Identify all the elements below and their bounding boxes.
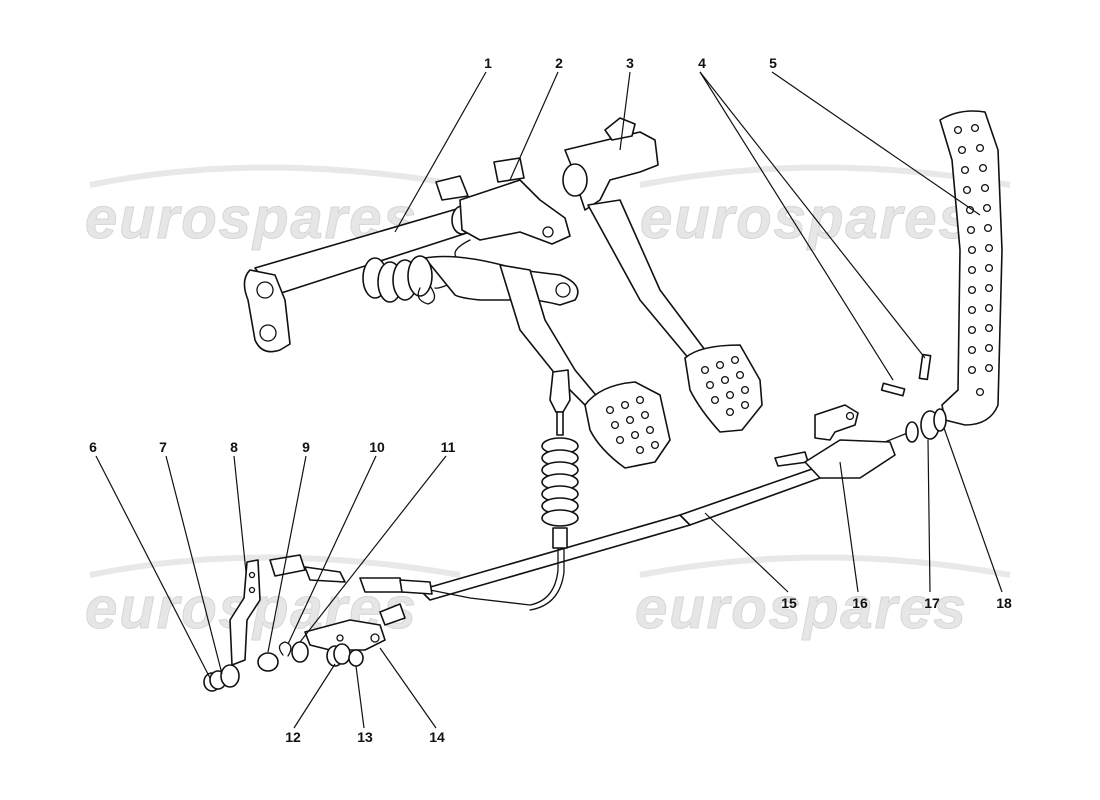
- watermark-bottom-right: eurospares: [635, 576, 968, 641]
- brake-pedal-part: [562, 117, 763, 433]
- callout-labels: 1 2 3 4 5 6 7 8 9 10 11 12 13 14 15 16 1…: [89, 55, 1012, 745]
- cable-end-linkage: [269, 554, 433, 626]
- watermark-top-left: eurospares: [85, 186, 418, 251]
- callout-7: 7: [159, 439, 167, 455]
- return-spring-part: [362, 255, 436, 305]
- leader-lines: [95, 71, 1003, 729]
- clutch-pedal-pad: [584, 381, 671, 469]
- callout-17: 17: [924, 595, 940, 611]
- callout-10: 10: [369, 439, 385, 455]
- callout-14: 14: [429, 729, 445, 745]
- clutch-cable-boot: [419, 369, 579, 611]
- callout-1: 1: [484, 55, 492, 71]
- callout-12: 12: [285, 729, 301, 745]
- callout-11: 11: [441, 439, 456, 455]
- accelerator-pedal-part: [939, 110, 1003, 426]
- callout-5: 5: [769, 55, 777, 71]
- small-hardware-parts: [203, 619, 386, 692]
- callout-13: 13: [357, 729, 373, 745]
- callout-16: 16: [852, 595, 868, 611]
- accelerator-cable-assembly: [419, 404, 947, 601]
- callout-4: 4: [698, 55, 706, 71]
- mounting-bracket-part: [229, 559, 261, 666]
- callout-15: 15: [781, 595, 797, 611]
- callout-3: 3: [626, 55, 634, 71]
- callout-8: 8: [230, 439, 238, 455]
- callout-18: 18: [996, 595, 1012, 611]
- callout-6: 6: [89, 439, 97, 455]
- watermark-layer: eurospares eurospares eurospares eurospa…: [85, 164, 1011, 642]
- callout-9: 9: [302, 439, 310, 455]
- callout-2: 2: [555, 55, 563, 71]
- pin-part: [880, 353, 932, 397]
